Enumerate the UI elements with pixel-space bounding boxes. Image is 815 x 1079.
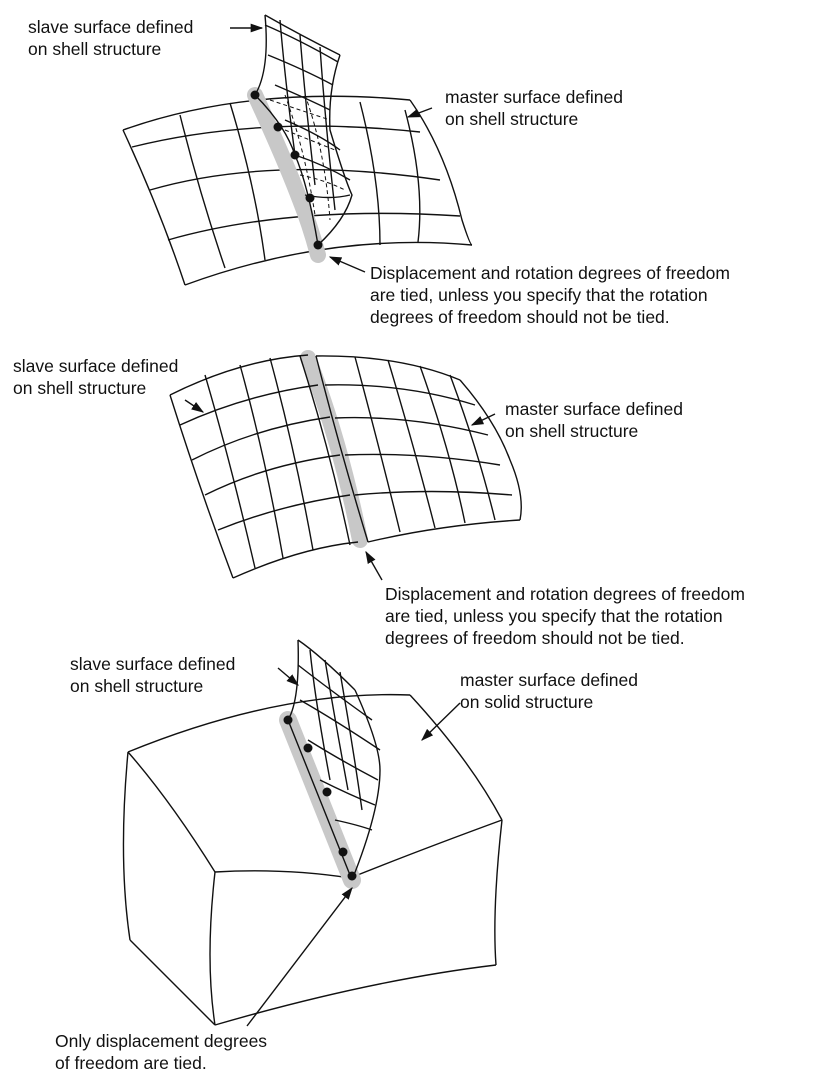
panel-1-note-arrow <box>328 256 366 273</box>
panel-3-slave-label: slave surface defined on shell structure <box>70 654 236 696</box>
panel-2-tie-highlight <box>300 350 368 548</box>
tie-node <box>338 847 348 857</box>
panel-3-slave-arrow <box>277 667 299 686</box>
panel-3-master-arrow <box>421 702 461 741</box>
tie-node <box>283 715 293 725</box>
panel-2-master-label: master surface defined on shell structur… <box>505 399 684 441</box>
tie-node <box>303 743 313 753</box>
panel-3-note-arrow <box>246 886 353 1027</box>
panel-1-tie-nodes <box>250 90 323 250</box>
panel-1-master-label: master surface defined on shell structur… <box>445 87 624 129</box>
panel-3-master-label: master surface defined on solid structur… <box>460 670 639 712</box>
panel-2-slave-label: slave surface defined on shell structure <box>13 356 179 398</box>
panel-1-master-arrow <box>406 107 433 118</box>
panel-1-slave-label: slave surface defined on shell structure <box>28 17 194 59</box>
tie-node <box>273 122 283 132</box>
panel-2-note: Displacement and rotation degrees of fre… <box>385 584 745 648</box>
panel-3-tie-nodes <box>283 715 357 881</box>
tie-node <box>313 240 323 250</box>
panel-2-note-arrow <box>365 550 383 581</box>
tie-node <box>322 787 332 797</box>
panel-2-master-surface <box>315 355 522 543</box>
tie-node <box>290 150 300 160</box>
tie-node <box>347 871 357 881</box>
panel-2-slave-surface <box>169 354 359 579</box>
panel-3-note: Only displacement degrees of freedom are… <box>55 1031 268 1073</box>
panel-1-shell-to-shell-fold <box>122 14 473 286</box>
panel-2-slave-arrow <box>184 399 205 413</box>
panel-1-note: Displacement and rotation degrees of fre… <box>370 263 730 327</box>
panel-2-master-arrow <box>470 413 496 426</box>
panel-1-tie-highlight <box>247 87 326 263</box>
panel-3-shell-to-solid <box>122 639 503 1027</box>
panel-2-shell-to-shell-edge <box>169 350 522 581</box>
panel-3-master-solid <box>122 693 503 1026</box>
tie-node <box>305 193 315 203</box>
panel-3-slave-surface <box>287 639 381 881</box>
tie-node <box>250 90 260 100</box>
